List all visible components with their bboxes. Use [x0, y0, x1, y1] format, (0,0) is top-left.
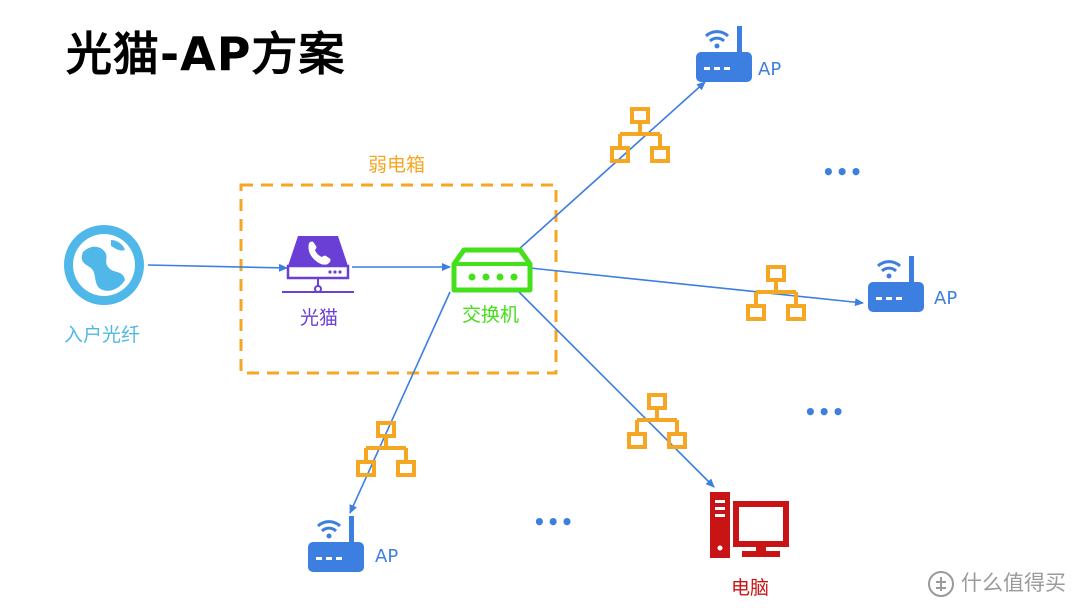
network-topology-icon — [356, 421, 416, 477]
wifi-router-icon — [696, 26, 752, 82]
wifi-router-icon — [308, 516, 364, 572]
ap-right-label: AP — [934, 288, 958, 309]
watermark: 什么值得买 — [927, 567, 1066, 598]
link-switch-computer — [516, 289, 715, 488]
link-fiber-modem — [147, 263, 288, 272]
box-label: 弱电箱 — [368, 154, 426, 176]
smzdm-logo-icon — [928, 571, 954, 597]
page-title: 光猫-AP方案 — [66, 27, 346, 81]
fiber-label: 入户光纤 — [64, 324, 141, 346]
network-topology-icon — [627, 393, 687, 449]
more-indicator: ••• — [533, 510, 575, 534]
computer-icon — [710, 492, 789, 558]
computer-label: 电脑 — [731, 577, 770, 599]
switch-label: 交换机 — [462, 304, 520, 326]
link-switch-ap-top — [517, 81, 706, 251]
ap-top-label: AP — [758, 59, 782, 80]
more-indicator: ••• — [804, 400, 846, 424]
wifi-router-icon — [868, 256, 924, 312]
more-indicator: ••• — [822, 160, 864, 184]
switch-icon — [451, 247, 533, 293]
link-switch-ap-right — [529, 267, 864, 307]
weak-current-box — [239, 183, 558, 375]
modem-phone-icon — [282, 236, 354, 293]
globe-icon — [64, 225, 144, 305]
ap-bottom-label: AP — [375, 546, 399, 567]
modem-label: 光猫 — [300, 307, 339, 329]
watermark-text: 什么值得买 — [961, 571, 1066, 595]
network-topology-icon — [610, 107, 670, 163]
network-topology-icon — [746, 265, 806, 321]
